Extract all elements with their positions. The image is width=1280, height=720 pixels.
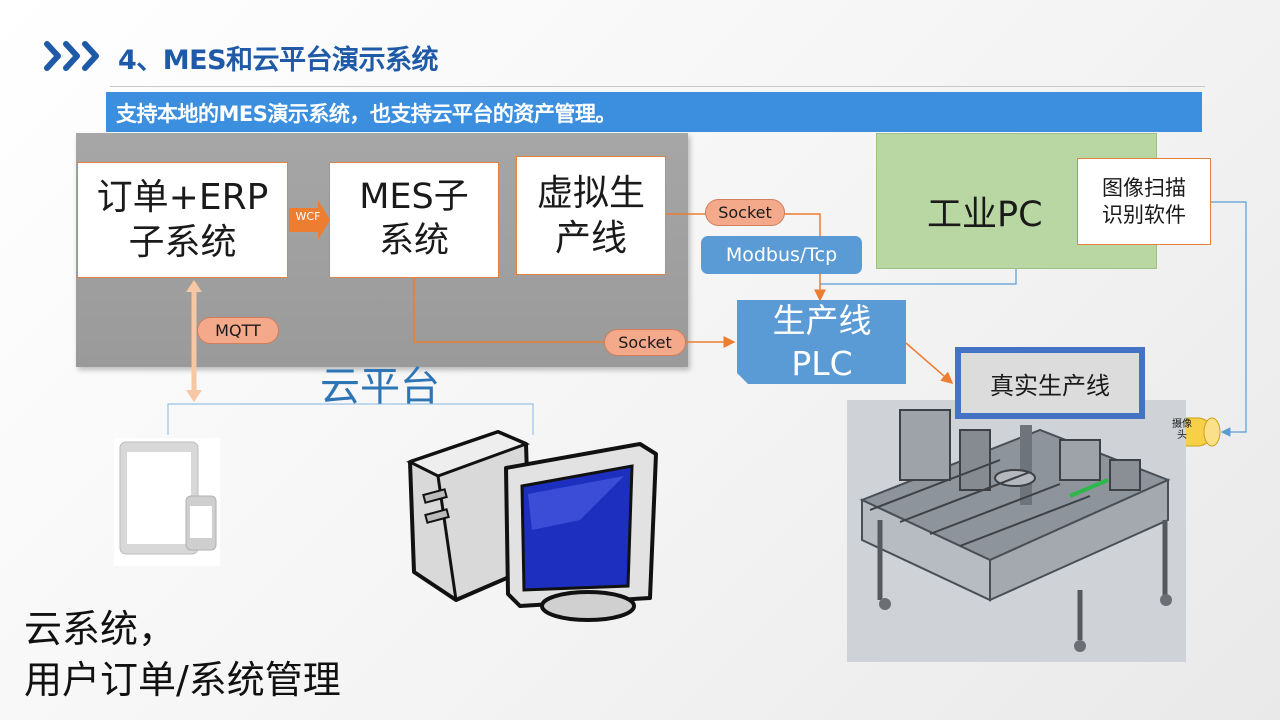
cloud-platform-label: 云平台 xyxy=(320,364,440,410)
real-line-box: 真实生产线 xyxy=(955,347,1145,419)
production-line-image xyxy=(847,400,1186,662)
page-title: 4、MES和云平台演示系统 xyxy=(118,45,439,76)
desktop-computer-icon xyxy=(406,430,658,622)
industrial-pc-label: 工业PC xyxy=(927,195,1043,235)
pc-link xyxy=(820,269,1017,285)
mqtt-pill: MQTT xyxy=(197,317,279,344)
erp-subsystem-label: 订单+ERP 子系统 xyxy=(96,177,269,263)
cloud-system-caption: 云系统， 用户订单/系统管理 xyxy=(24,607,341,703)
socket-pill-bottom: Socket xyxy=(604,329,686,356)
plc-box xyxy=(737,300,906,384)
socket-link-mes xyxy=(413,278,736,348)
subtitle-banner: 支持本地的MES演示系统，也支持云平台的资产管理。 xyxy=(106,92,1202,132)
plc-label: 生产线 PLC xyxy=(772,301,872,383)
wcf-arrow xyxy=(289,200,330,240)
plc-to-real-line xyxy=(905,342,954,384)
modbus-tcp-label: Modbus/Tcp xyxy=(701,236,862,274)
real-line-label: 真实生产线 xyxy=(961,353,1139,413)
camera-link xyxy=(1211,201,1247,437)
virtual-line-box: 虚拟生 产线 xyxy=(516,156,666,275)
image-software-box: 图像扫描 识别软件 xyxy=(1077,158,1211,245)
erp-subsystem-box: 订单+ERP 子系统 xyxy=(77,162,288,278)
wcf-label: WCF xyxy=(295,210,321,223)
camera-label: 摄像 头 xyxy=(1172,419,1192,441)
mes-subsystem-box: MES子 系统 xyxy=(329,162,499,278)
virtual-line-label: 虚拟生 产线 xyxy=(536,172,645,259)
tablet-phone-icon xyxy=(114,438,220,566)
banner-text: 支持本地的MES演示系统，也支持云平台的资产管理。 xyxy=(116,102,616,126)
cloud-bracket xyxy=(167,403,534,435)
triple-chevron-icon xyxy=(44,41,99,71)
socket-pill-top: Socket xyxy=(705,199,785,226)
mes-subsystem-label: MES子 系统 xyxy=(359,177,469,261)
header-divider xyxy=(110,86,1205,87)
image-software-label: 图像扫描 识别软件 xyxy=(1102,176,1186,227)
